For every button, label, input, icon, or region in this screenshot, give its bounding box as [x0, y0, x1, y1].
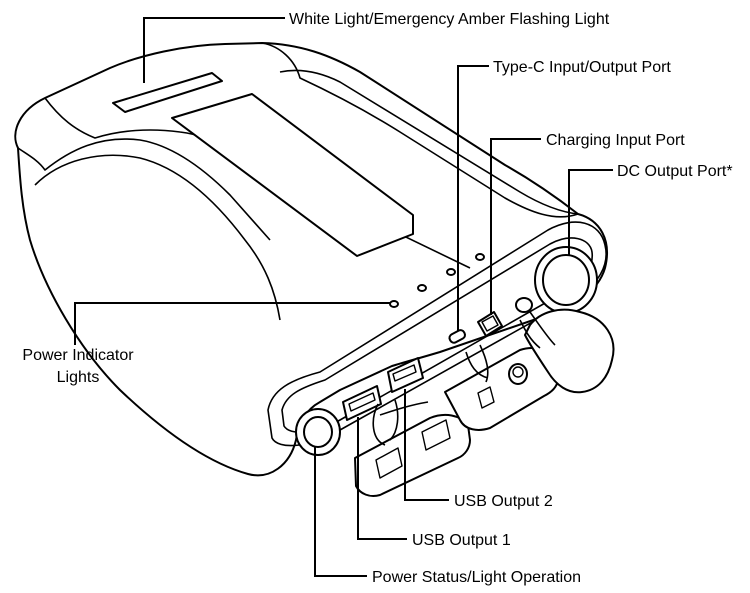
labels: White Light/Emergency Amber Flashing Lig… — [22, 11, 732, 586]
power-button — [303, 416, 333, 448]
leader-power-indicator — [74, 302, 391, 345]
left-rail-outer — [17, 138, 271, 241]
usb-rubber-cap — [354, 413, 471, 497]
label-power-status: Power Status/Light Operation — [372, 569, 581, 586]
leader-lines — [74, 17, 613, 577]
label-dc-output: DC Output Port* — [617, 163, 733, 180]
usb-port-2-inner — [392, 364, 417, 382]
right-rail-inner — [279, 69, 579, 215]
indicator-light-3 — [446, 268, 456, 276]
charging-input-port-inner — [481, 315, 499, 332]
label-charging-input: Charging Input Port — [546, 132, 685, 149]
label-white-light: White Light/Emergency Amber Flashing Lig… — [289, 11, 610, 28]
left-rail-inner — [34, 154, 281, 321]
leader-usb-output-2 — [404, 389, 449, 501]
leader-usb-output-1 — [357, 417, 407, 540]
light-window — [112, 72, 223, 113]
device-body-outline — [14, 42, 608, 477]
dc-cap-strap — [519, 311, 556, 349]
usb-rubber-cap-plug-2 — [421, 419, 451, 451]
usb-port-1-inner — [348, 392, 376, 412]
charging-cap-stud-inner — [512, 366, 524, 378]
type-c-port — [448, 329, 467, 344]
charging-cap-tether — [465, 344, 489, 383]
indicator-light-2 — [417, 284, 427, 292]
power-bank-illustration — [14, 42, 615, 497]
label-type-c: Type-C Input/Output Port — [493, 59, 671, 76]
top-label-recess — [171, 93, 414, 257]
dc-side-stud — [515, 297, 533, 313]
usb-cap-tether-2 — [379, 401, 429, 416]
indicator-light-1 — [389, 300, 399, 308]
dc-rubber-cap — [524, 308, 615, 394]
leader-white-light — [143, 17, 285, 83]
leader-power-status — [314, 446, 367, 577]
dc-output-port — [542, 254, 590, 306]
label-power-indicator-line1: Power Indicator — [22, 347, 134, 364]
usb-cap-tether-1 — [372, 399, 399, 446]
label-usb-output-2: USB Output 2 — [454, 493, 553, 510]
label-power-indicator-line2: Lights — [57, 369, 100, 386]
leader-type-c — [457, 65, 489, 331]
right-rail-top — [261, 42, 579, 218]
leader-charging-input — [490, 138, 541, 315]
label-usb-output-1: USB Output 1 — [412, 532, 511, 549]
usb-rubber-cap-plug-1 — [375, 447, 403, 479]
charging-cap-plug — [477, 386, 495, 409]
leader-dc-output — [568, 169, 613, 256]
indicator-light-4 — [475, 253, 485, 261]
